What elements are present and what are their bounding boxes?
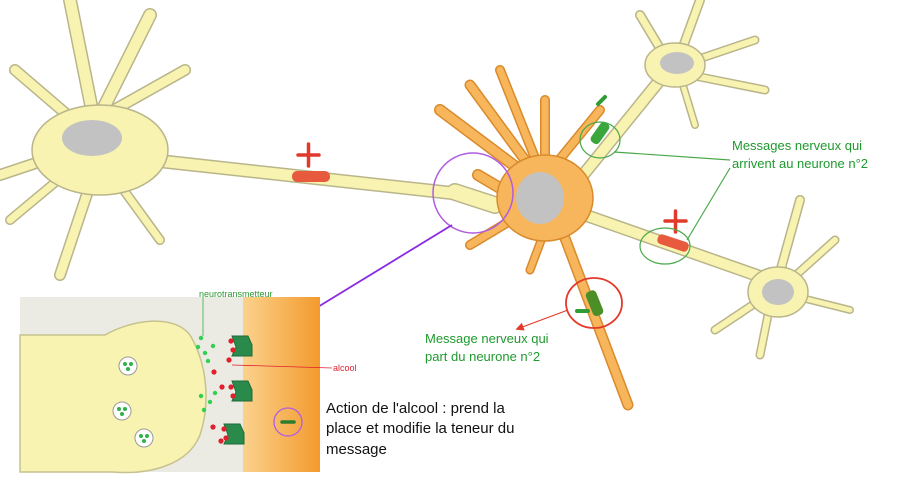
label-message-part-line-1: Message nerveux qui [425,331,549,346]
neurotransmitter-dots [195,335,218,413]
vesicles [112,356,154,448]
leader-line-bottom [686,167,731,241]
plus-sign-1-text: + [0,0,1,1]
alcool-leader [231,364,333,369]
nucleus-3 [660,52,694,74]
postsynaptic-membrane [243,297,320,472]
label-action-line-3: message [326,440,387,458]
top-input-circle [579,121,621,159]
nucleus-1 [62,120,122,156]
plus-sign-1 [296,142,321,168]
minus-sign-top [596,95,607,106]
leader-line-top [613,151,731,161]
bottom-input-circle [639,227,691,265]
label-action-line-2: place et modifie la teneur du [326,420,515,438]
label-neurotransmetteur: neurotransmetteur [199,289,273,299]
label-messages-arrivent-line-2: arrivent au neurone n°2 [732,155,869,171]
excitation-zone-2 [657,234,689,252]
label-message-part: Message nerveux qui part du neurone n°2 [425,330,585,365]
label-action-line-1: Action de l'alcool : prend la [326,400,505,417]
excitation-zone-1 [292,171,330,182]
alcohol-dots [210,357,232,444]
label-action-alcool: Action de l'alcool : prend la place et m… [326,399,556,460]
label-message-part-line-2: part du neurone n°2 [425,348,541,364]
receptors [221,335,253,445]
nucleus-2 [516,172,564,224]
neuron-1 [0,0,504,281]
synapse-highlight-circle [432,152,514,234]
nucleus-4 [762,279,794,305]
plus-sign-2 [663,209,688,234]
output-arrow [515,309,569,331]
annotations [269,95,731,337]
label-alcool: alcool [333,363,357,373]
receptor-3 [221,423,245,445]
synapse-inset [19,297,333,474]
receptor-1 [228,335,253,357]
label-messages-arrivent: Messages nerveux qui arrivent au neurone… [732,137,892,172]
synapse-minus-circle [273,407,303,437]
inhibition-zone-axon [585,290,604,317]
receptor-2 [228,380,253,402]
label-messages-arrivent-line-1: Messages nerveux qui [732,138,863,153]
neuron-3 [568,0,770,192]
output-circle [565,277,623,329]
inhibition-zone-top [590,121,610,145]
neuron-4 [578,195,854,360]
presynaptic-terminal [19,320,207,474]
